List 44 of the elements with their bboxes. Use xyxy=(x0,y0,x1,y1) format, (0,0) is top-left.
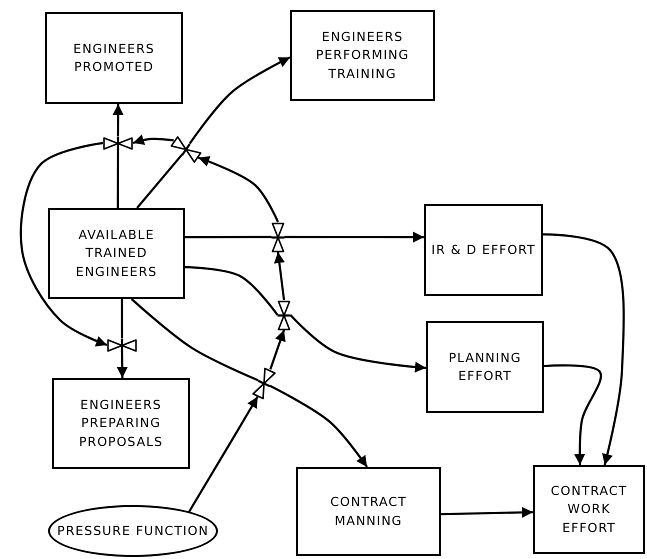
valve-icon xyxy=(278,300,290,330)
node-label: CONTRACT WORK EFFORT xyxy=(550,482,628,537)
arrow xyxy=(20,142,108,346)
valve-icon xyxy=(103,136,133,150)
arrow xyxy=(290,314,426,373)
arrow xyxy=(188,56,290,144)
flow-line xyxy=(116,150,120,208)
stock-box xyxy=(52,378,190,469)
stock-box xyxy=(290,10,435,101)
stock-box xyxy=(45,12,183,104)
valve-icon xyxy=(252,366,276,400)
node-label: IR & D EFFORT xyxy=(430,240,537,259)
node-label: CONTRACT MANNING xyxy=(329,493,408,530)
arrow xyxy=(440,506,534,518)
stock-box xyxy=(296,467,441,556)
valve-icon xyxy=(272,222,284,252)
flow-line xyxy=(130,298,259,382)
arrow xyxy=(269,330,286,370)
node-label: ENGINEERS PROMOTED xyxy=(72,40,156,76)
valve-icon xyxy=(107,338,137,352)
arrow xyxy=(132,134,174,145)
node-label: PLANNING EFFORT xyxy=(448,348,522,385)
arrow xyxy=(269,384,368,468)
arrow xyxy=(274,252,286,300)
arrow xyxy=(284,232,424,243)
stock-box xyxy=(533,465,645,554)
flow-line xyxy=(136,154,184,209)
valve-icon xyxy=(170,135,202,163)
node-label: AVAILABLE TRAINED ENGINEERS xyxy=(74,226,158,281)
flow-line xyxy=(120,299,124,338)
arrow xyxy=(544,364,602,466)
node-label: ENGINEERS PREPARING PROPOSALS xyxy=(78,396,164,451)
arrow xyxy=(188,396,259,512)
arrow xyxy=(542,233,625,466)
node-label: ENGINEERS PERFORMING TRAINING xyxy=(314,28,410,83)
stock-box xyxy=(426,321,544,413)
arrow xyxy=(116,351,128,378)
stock-box xyxy=(424,204,543,296)
node-label: PRESSURE FUNCTION xyxy=(56,522,210,540)
flow-line xyxy=(185,236,272,238)
arrow xyxy=(112,104,124,136)
flow-line xyxy=(184,266,278,316)
stock-box xyxy=(48,208,185,299)
arrow xyxy=(198,156,279,222)
